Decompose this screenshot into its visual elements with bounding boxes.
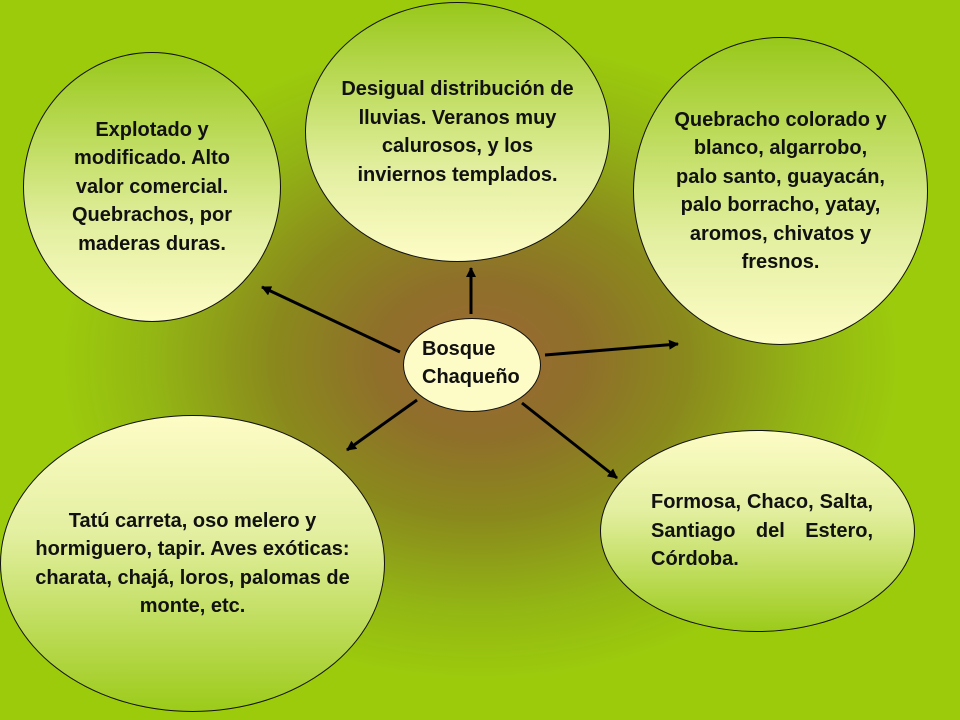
provinces-text: Formosa, Chaco, Salta, Santiago del Este…	[651, 491, 873, 571]
provinces-bubble: Formosa, Chaco, Salta, Santiago del Este…	[600, 430, 915, 632]
climate-text: Desigual distribución de lluvias. Verano…	[341, 78, 574, 186]
climate-bubble: Desigual distribución de lluvias. Verano…	[305, 2, 610, 262]
flora-text: Quebracho colorado y blanco, algarrobo, …	[674, 108, 887, 274]
arrow-to-bottom-right	[521, 401, 618, 480]
arrow-to-left	[261, 285, 401, 354]
fauna-text: Tatú carreta, oso melero y hormiguero, t…	[35, 509, 350, 618]
exploitation-text: Explotado y modificado. Alto valor comer…	[71, 118, 233, 255]
exploitation-bubble: Explotado y modificado. Alto valor comer…	[23, 52, 281, 322]
arrow-to-bottom-left	[346, 398, 418, 452]
arrow-to-right	[544, 339, 679, 357]
fauna-bubble: Tatú carreta, oso melero y hormiguero, t…	[0, 415, 385, 712]
flora-bubble: Quebracho colorado y blanco, algarrobo, …	[633, 37, 928, 345]
